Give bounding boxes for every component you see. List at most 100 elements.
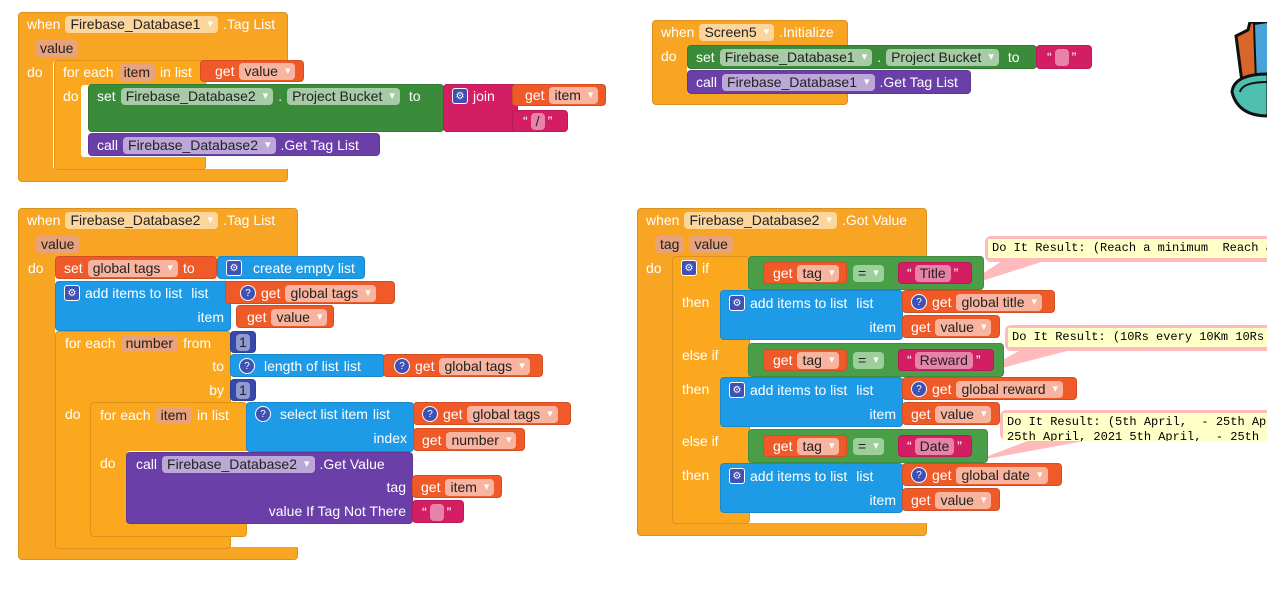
help-icon[interactable]: ?	[239, 358, 255, 374]
help-icon[interactable]: ?	[255, 406, 271, 422]
var-dropdown[interactable]: value	[935, 491, 992, 509]
text-value[interactable]: Title	[914, 264, 951, 282]
text-value[interactable]: Reward	[914, 351, 973, 369]
component-dropdown[interactable]: Firebase_Database2	[123, 136, 276, 154]
var-dropdown[interactable]: value	[239, 62, 296, 80]
operator-dropdown[interactable]: =	[853, 437, 884, 455]
gear-icon[interactable]: ⚙	[729, 382, 745, 398]
var-dropdown[interactable]: global tags	[467, 405, 558, 423]
number-by-block[interactable]: 1	[230, 379, 256, 401]
var-dropdown[interactable]: tag	[797, 351, 840, 369]
component-dropdown[interactable]: Firebase_Database2	[65, 211, 218, 229]
help-icon[interactable]: ?	[911, 467, 927, 483]
gear-icon[interactable]: ⚙	[681, 260, 697, 276]
var-dropdown[interactable]: item	[445, 478, 495, 496]
var-dropdown[interactable]: global date	[956, 466, 1048, 484]
var-dropdown[interactable]: value	[935, 318, 992, 336]
gear-icon[interactable]: ⚙	[729, 295, 745, 311]
var-dropdown[interactable]: global tags	[285, 284, 376, 302]
help-icon[interactable]: ?	[394, 358, 410, 374]
property-dropdown[interactable]: Project Bucket	[886, 48, 999, 66]
backpack-icon[interactable]	[1228, 22, 1267, 118]
var-dropdown[interactable]: number	[446, 431, 517, 449]
text-value[interactable]	[429, 503, 444, 521]
var-dropdown[interactable]: value	[271, 308, 328, 326]
component-dropdown[interactable]: Firebase_Database1	[722, 73, 875, 91]
create-empty-list-block[interactable]: ⚙create empty list	[217, 256, 365, 279]
gear-icon[interactable]: ⚙	[64, 285, 80, 301]
loop-var[interactable]: item	[118, 63, 156, 81]
gear-icon[interactable]: ⚙	[729, 468, 745, 484]
join-block[interactable]: ⚙join	[443, 84, 518, 132]
empty-text-block[interactable]	[1036, 45, 1092, 69]
param-value[interactable]: value	[36, 235, 80, 253]
text-slash-block[interactable]: /	[512, 110, 568, 132]
component-dropdown[interactable]: Screen5	[699, 23, 775, 41]
var-dropdown[interactable]: global tags	[439, 357, 530, 375]
operator-dropdown[interactable]: =	[853, 264, 884, 282]
var-dropdown[interactable]: global tags	[87, 259, 178, 277]
text-value[interactable]: Date	[914, 437, 955, 455]
var-dropdown[interactable]: global reward	[956, 380, 1064, 398]
var-dropdown[interactable]: item	[549, 86, 599, 104]
component-dropdown[interactable]: Firebase_Database2	[120, 87, 274, 105]
number-from-block[interactable]: 1	[230, 331, 256, 353]
text-reward-block[interactable]: Reward	[898, 349, 994, 371]
loop-var[interactable]: number	[120, 334, 179, 352]
component-dropdown[interactable]: Firebase_Database2	[162, 455, 315, 473]
loop-var[interactable]: item	[155, 406, 193, 424]
property-dropdown[interactable]: Project Bucket	[287, 87, 400, 105]
component-dropdown[interactable]: Firebase_Database1	[719, 48, 873, 66]
gear-icon[interactable]: ⚙	[452, 88, 468, 104]
operator-dropdown[interactable]: =	[853, 351, 884, 369]
var-dropdown[interactable]: tag	[797, 437, 840, 455]
number-value[interactable]: 1	[236, 333, 250, 351]
component-dropdown[interactable]: Firebase_Database2	[684, 211, 837, 229]
param-value[interactable]: value	[689, 235, 733, 253]
help-icon[interactable]: ?	[240, 285, 256, 301]
text-value[interactable]	[1054, 48, 1069, 66]
param-value[interactable]: value	[35, 39, 79, 57]
component-dropdown[interactable]: Firebase_Database1	[65, 15, 218, 33]
var-dropdown[interactable]: tag	[797, 264, 840, 282]
empty-text-block[interactable]	[412, 500, 464, 523]
var-dropdown[interactable]: value	[935, 405, 992, 423]
text-date-block[interactable]: Date	[898, 435, 972, 457]
text-title-block[interactable]: Title	[898, 262, 972, 284]
param-tag[interactable]: tag	[655, 235, 685, 253]
var-dropdown[interactable]: global title	[956, 293, 1043, 311]
gear-icon[interactable]: ⚙	[226, 260, 242, 276]
help-icon[interactable]: ?	[911, 294, 927, 310]
help-icon[interactable]: ?	[422, 406, 438, 422]
number-value[interactable]: 1	[236, 381, 250, 399]
